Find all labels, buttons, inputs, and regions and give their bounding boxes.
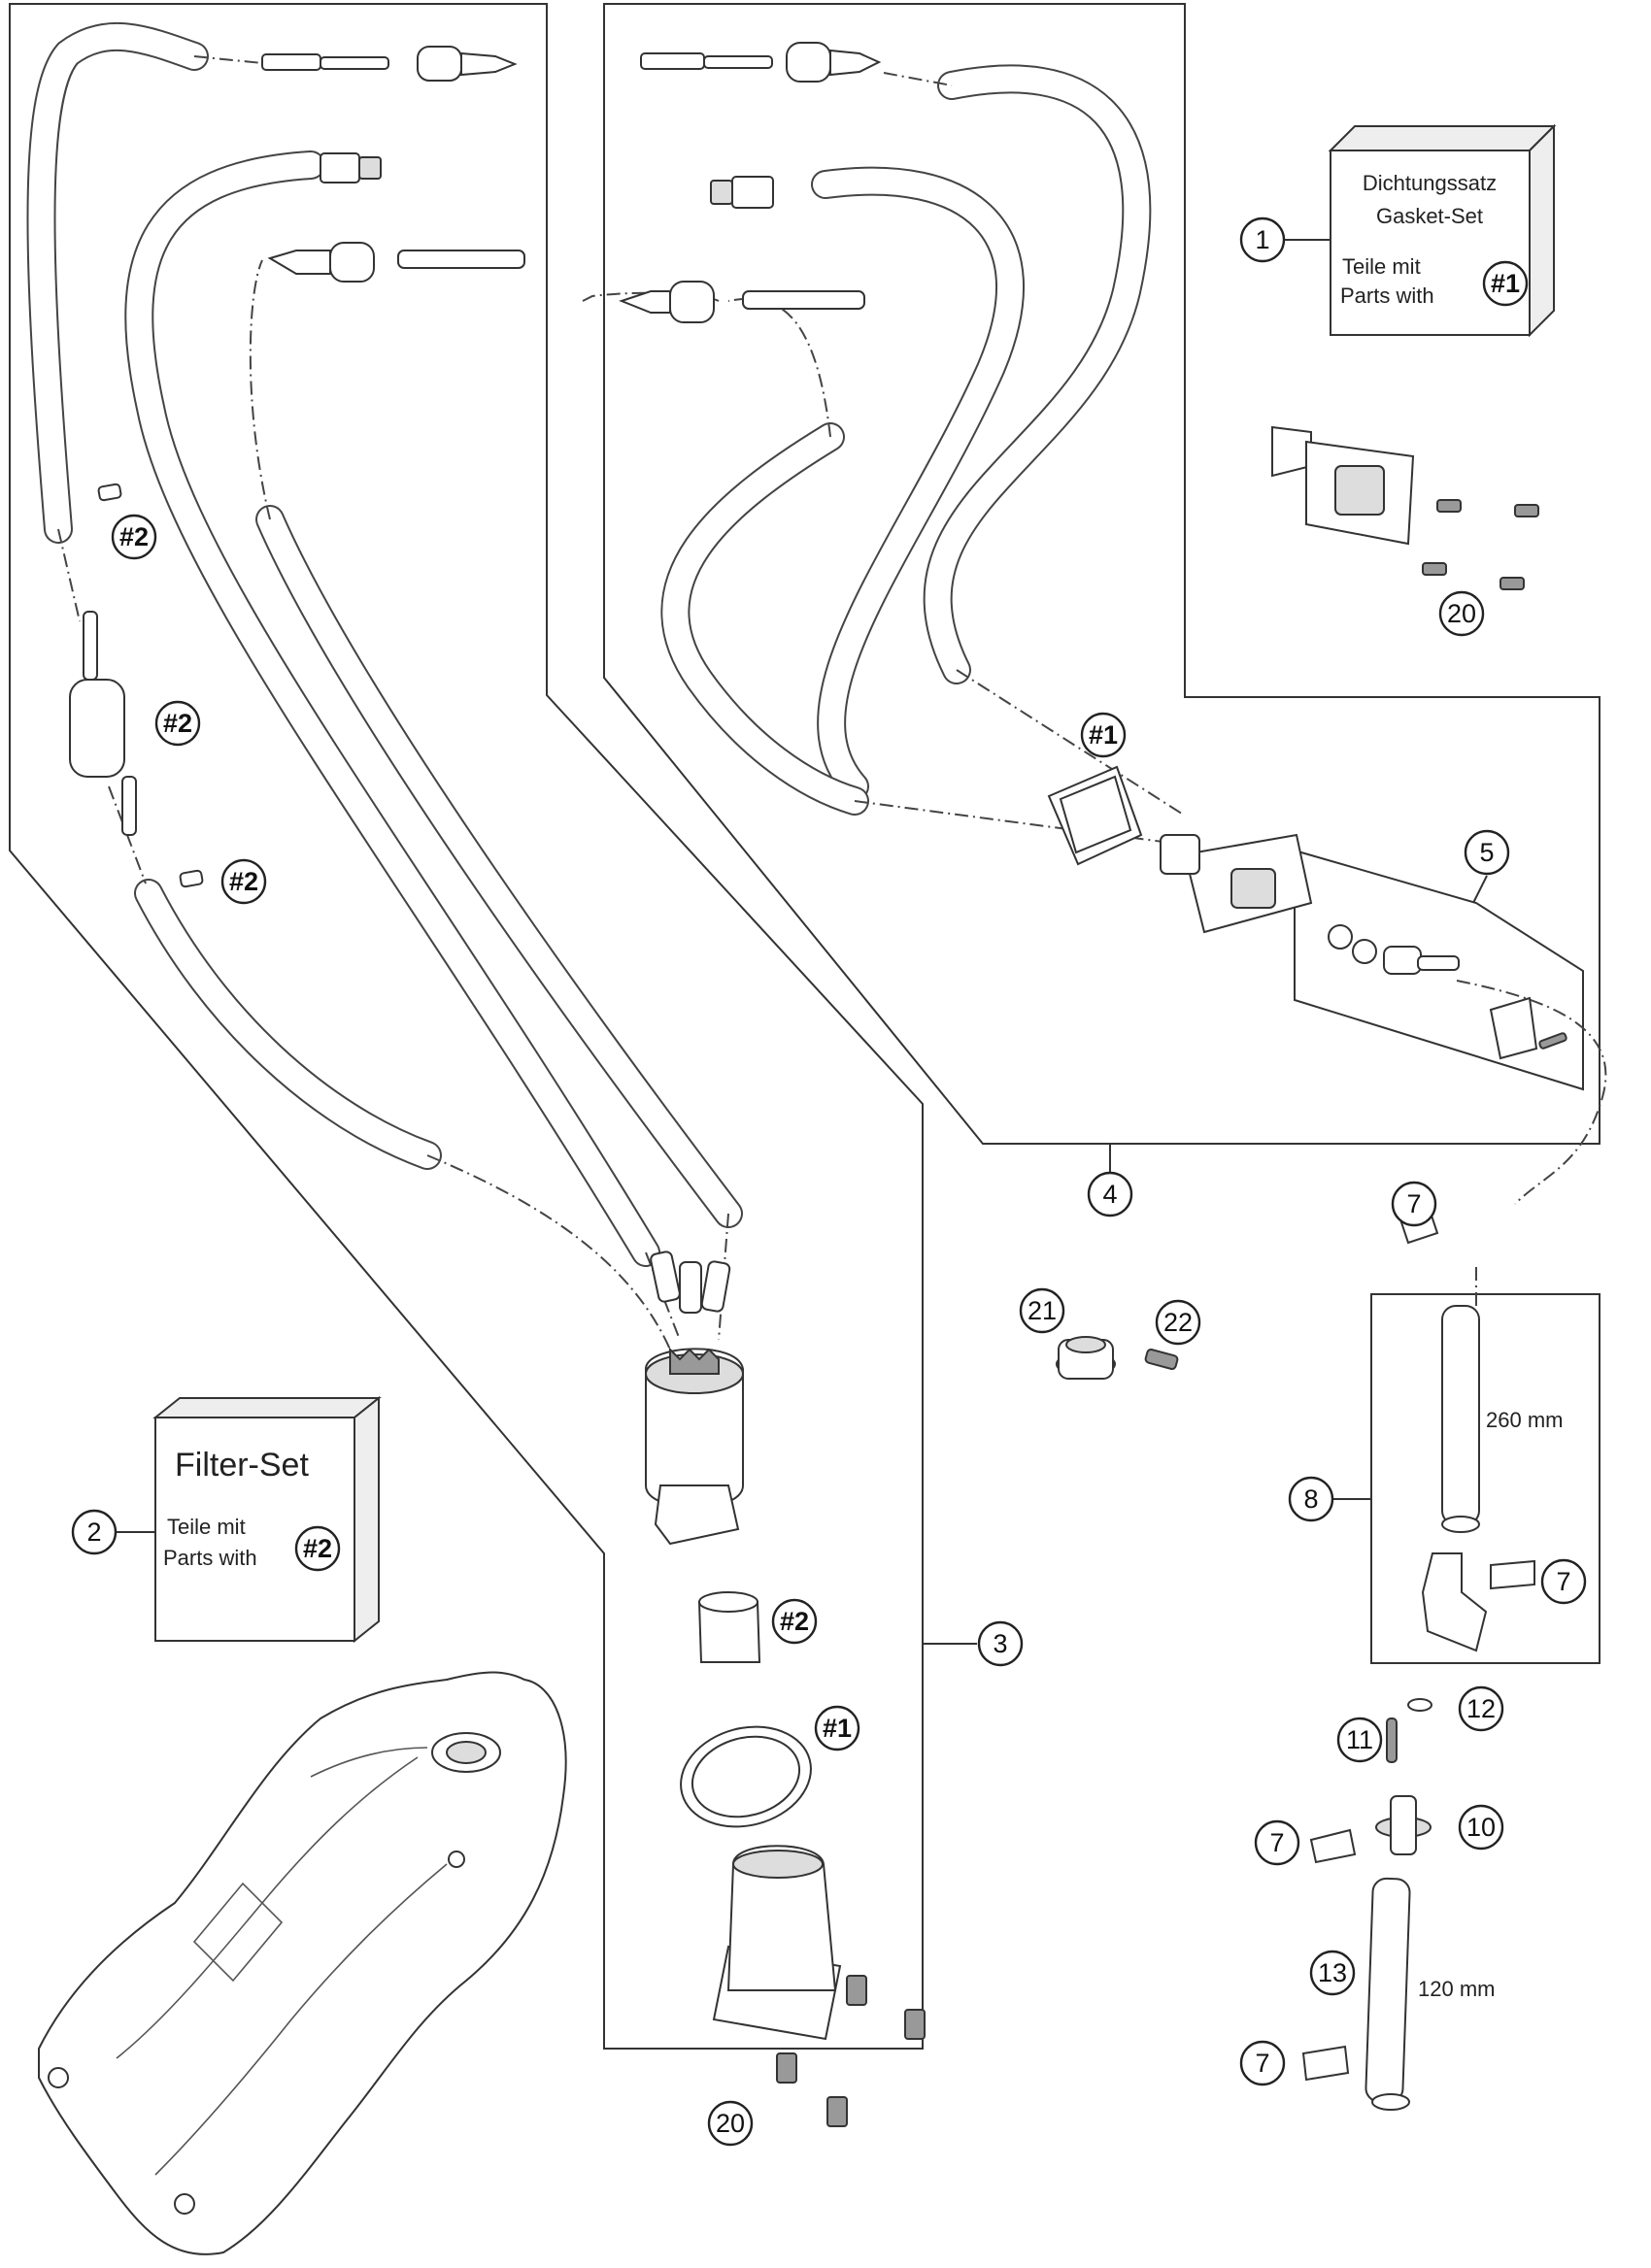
hoses-group-4 — [660, 64, 1152, 816]
gasket-kit-parts: Parts with — [1340, 284, 1434, 308]
callout-11: 11 — [1336, 1717, 1383, 1763]
ref-2-c: #2 — [154, 700, 201, 747]
ref-2-b: #2 — [111, 514, 157, 560]
callout-3: 3 — [977, 1620, 1024, 1667]
fuel-pump — [645, 1251, 744, 1546]
pump-parts-group-3 — [680, 1591, 842, 2041]
callout-12: 12 — [1458, 1685, 1504, 1732]
ref-2e-label: #2 — [780, 1607, 809, 1636]
ref-1-b: #1 — [814, 1705, 860, 1751]
callout-4: 4 — [1087, 1171, 1133, 1217]
callout-22-label: 22 — [1163, 1308, 1193, 1337]
ref-2-e: #2 — [771, 1598, 818, 1645]
callout-20a: 20 — [1438, 590, 1485, 637]
callout-10-label: 10 — [1466, 1813, 1496, 1842]
ref-1b-label: #1 — [823, 1714, 852, 1743]
filter-kit-parts: Parts with — [163, 1546, 257, 1570]
callout-13: 13 — [1309, 1950, 1356, 1996]
callout-7a-label: 7 — [1406, 1189, 1421, 1218]
callout-21: 21 — [1019, 1287, 1065, 1334]
filter-kit-teile: Teile mit — [167, 1515, 246, 1539]
callout-2: 2 — [71, 1509, 118, 1555]
flange-group-4 — [1047, 765, 1313, 934]
callout-2-label: 2 — [86, 1518, 101, 1547]
bolts-bottom — [776, 1975, 926, 2127]
group-4-outline — [603, 3, 1600, 1145]
callout-8-label: 8 — [1303, 1484, 1318, 1514]
leader-lines — [117, 239, 1488, 1645]
callout-21-label: 21 — [1028, 1296, 1057, 1325]
gasket-kit-teile: Teile mit — [1342, 254, 1421, 279]
parts-21-22 — [1056, 1336, 1179, 1380]
callout-22: 22 — [1155, 1299, 1201, 1346]
ref-2d-label: #2 — [229, 867, 258, 896]
parts-group-5 — [1328, 924, 1567, 1060]
gasket-kit-box — [1328, 123, 1557, 338]
callout-1-label: 1 — [1255, 225, 1269, 254]
callout-13-label: 13 — [1318, 1958, 1347, 1987]
ref-2c-label: #2 — [163, 709, 192, 738]
hose-13-length: 120 mm — [1418, 1977, 1495, 2001]
callout-7d: 7 — [1239, 2040, 1286, 2086]
callout-8: 8 — [1288, 1476, 1334, 1522]
ref-gasket-kit-label: #1 — [1491, 269, 1520, 298]
callout-20a-label: 20 — [1447, 599, 1476, 628]
callout-20b: 20 — [707, 2100, 754, 2147]
ref-2-filter: #2 — [294, 1525, 341, 1572]
callout-5-label: 5 — [1479, 838, 1494, 867]
hose-8-length: 260 mm — [1486, 1408, 1563, 1432]
ref-2-d: #2 — [220, 858, 267, 905]
group-5-outline — [1294, 849, 1584, 1091]
callout-7c: 7 — [1254, 1819, 1300, 1866]
gasket-kit-title-de: Dichtungssatz — [1363, 171, 1497, 195]
hose-260 — [1397, 1202, 1535, 1652]
callout-7b-label: 7 — [1556, 1567, 1570, 1596]
hose-120 — [1301, 1877, 1411, 2111]
ref-1-a: #1 — [1080, 712, 1127, 758]
callout-11-label: 11 — [1346, 1725, 1373, 1754]
callout-1: 1 — [1239, 217, 1286, 263]
gasket-kit-title-en: Gasket-Set — [1376, 204, 1483, 228]
fuel-filter — [69, 483, 204, 888]
ref-2b-label: #2 — [119, 522, 149, 551]
group-3-outline — [9, 3, 924, 2050]
ref-2-a: #1 — [1482, 260, 1529, 307]
group-8-outline — [1370, 1293, 1600, 1664]
callout-10: 10 — [1458, 1804, 1504, 1851]
fuel-tank — [38, 1671, 567, 2255]
ref-1a-label: #1 — [1089, 720, 1118, 750]
connectors-group-4 — [619, 42, 882, 323]
callout-7a: 7 — [1391, 1181, 1437, 1227]
callout-20b-label: 20 — [716, 2109, 745, 2138]
callout-7d-label: 7 — [1255, 2049, 1269, 2078]
flange-assembly-top-right — [1271, 425, 1539, 590]
callout-7b: 7 — [1540, 1558, 1587, 1605]
callout-3-label: 3 — [993, 1629, 1007, 1658]
hoses-group-3 — [26, 21, 743, 1267]
callout-5: 5 — [1464, 829, 1510, 876]
ref-filter-kit-label: #2 — [303, 1534, 332, 1563]
callout-4-label: 4 — [1102, 1180, 1117, 1209]
callout-7c-label: 7 — [1269, 1828, 1284, 1857]
connectors-group-3 — [261, 46, 525, 283]
callout-12-label: 12 — [1466, 1694, 1496, 1723]
parts-10-11-12 — [1309, 1698, 1432, 1864]
filter-kit-title: Filter-Set — [175, 1447, 309, 1484]
